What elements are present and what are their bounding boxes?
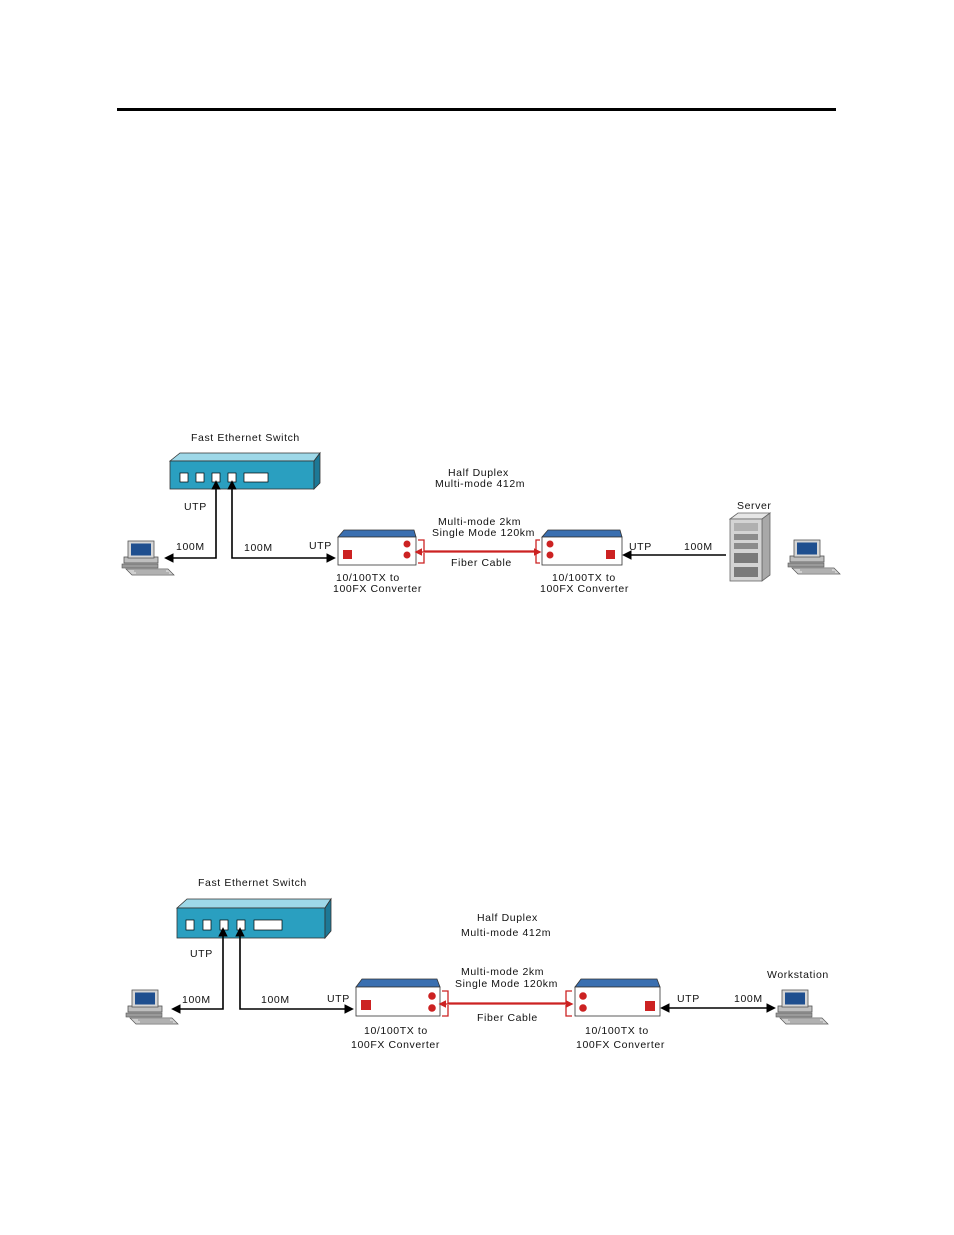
duplex-label: Half Duplex xyxy=(448,467,509,479)
fiber-spec-multimode: Multi-mode 2km xyxy=(438,516,521,528)
switch-port xyxy=(185,919,195,931)
fiber-spec-singlemode: Single Mode 120km xyxy=(455,978,558,990)
fiber-cable-bottom xyxy=(442,1005,572,1017)
fast-ethernet-switch xyxy=(168,451,321,490)
multimode-distance-label: Multi-mode 412m xyxy=(435,478,525,490)
media-converter-right xyxy=(541,529,623,566)
fiber-cable-label: Fiber Cable xyxy=(451,557,512,569)
switch-uplink-port xyxy=(243,472,269,483)
converter-label-line2: 100FX Converter xyxy=(333,583,422,595)
utp-label: UTP xyxy=(629,541,652,553)
speed-label: 100M xyxy=(182,994,211,1006)
converter-label-line1: 10/100TX to xyxy=(585,1025,649,1037)
utp-label: UTP xyxy=(309,540,332,552)
switch-port xyxy=(179,472,189,483)
speed-label: 100M xyxy=(176,541,205,553)
converter-label-line2: 100FX Converter xyxy=(576,1039,665,1051)
utp-cable-left xyxy=(171,927,228,1014)
switch-port xyxy=(202,919,212,931)
fiber-spec-singlemode: Single Mode 120km xyxy=(432,527,535,539)
converter-label-line1: 10/100TX to xyxy=(364,1025,428,1037)
fast-ethernet-switch xyxy=(175,897,332,940)
server-label: Server xyxy=(737,500,772,512)
switch-label: Fast Ethernet Switch xyxy=(191,432,300,444)
switch-uplink-port xyxy=(253,919,283,931)
switch-port xyxy=(236,919,246,931)
utp-label: UTP xyxy=(677,993,700,1005)
converter-label-line2: 100FX Converter xyxy=(351,1039,440,1051)
speed-label: 100M xyxy=(244,542,273,554)
duplex-label: Half Duplex xyxy=(477,912,538,924)
fiber-cable-top xyxy=(418,539,540,552)
multimode-distance-label: Multi-mode 412m xyxy=(461,927,551,939)
diagram-1: Fast Ethernet Switch Half Duplex Multi-m… xyxy=(121,432,841,595)
media-converter-left xyxy=(355,978,441,1017)
switch-port xyxy=(227,472,237,483)
fiber-spec-multimode: Multi-mode 2km xyxy=(461,966,544,978)
utp-label: UTP xyxy=(327,993,350,1005)
converter-label-line1: 10/100TX to xyxy=(336,572,400,584)
server-icon xyxy=(729,512,771,582)
workstation-label: Workstation xyxy=(767,969,829,981)
utp-cable-left xyxy=(164,480,221,563)
converter-label-line2: 100FX Converter xyxy=(540,583,629,595)
fiber-cable-label: Fiber Cable xyxy=(477,1012,538,1024)
switch-port xyxy=(211,472,221,483)
speed-label: 100M xyxy=(261,994,290,1006)
utp-cable-switch xyxy=(227,480,336,563)
switch-label: Fast Ethernet Switch xyxy=(198,877,307,889)
diagram-2: Fast Ethernet Switch Half Duplex Multi-m… xyxy=(125,877,829,1051)
utp-label: UTP xyxy=(190,948,213,960)
utp-cable-switch xyxy=(235,927,354,1014)
switch-port xyxy=(195,472,205,483)
computer-icon xyxy=(787,539,841,575)
switch-port xyxy=(219,919,229,931)
fiber-cable-bottom xyxy=(418,553,540,564)
converter-label-line1: 10/100TX to xyxy=(552,572,616,584)
header-rule xyxy=(117,108,836,111)
computer-icon xyxy=(125,989,179,1025)
computer-icon xyxy=(775,989,829,1025)
media-converter-left xyxy=(337,529,417,566)
fiber-cable-top xyxy=(442,990,572,1004)
utp-label: UTP xyxy=(184,501,207,513)
speed-label: 100M xyxy=(734,993,763,1005)
speed-label: 100M xyxy=(684,541,713,553)
media-converter-right xyxy=(574,978,661,1017)
